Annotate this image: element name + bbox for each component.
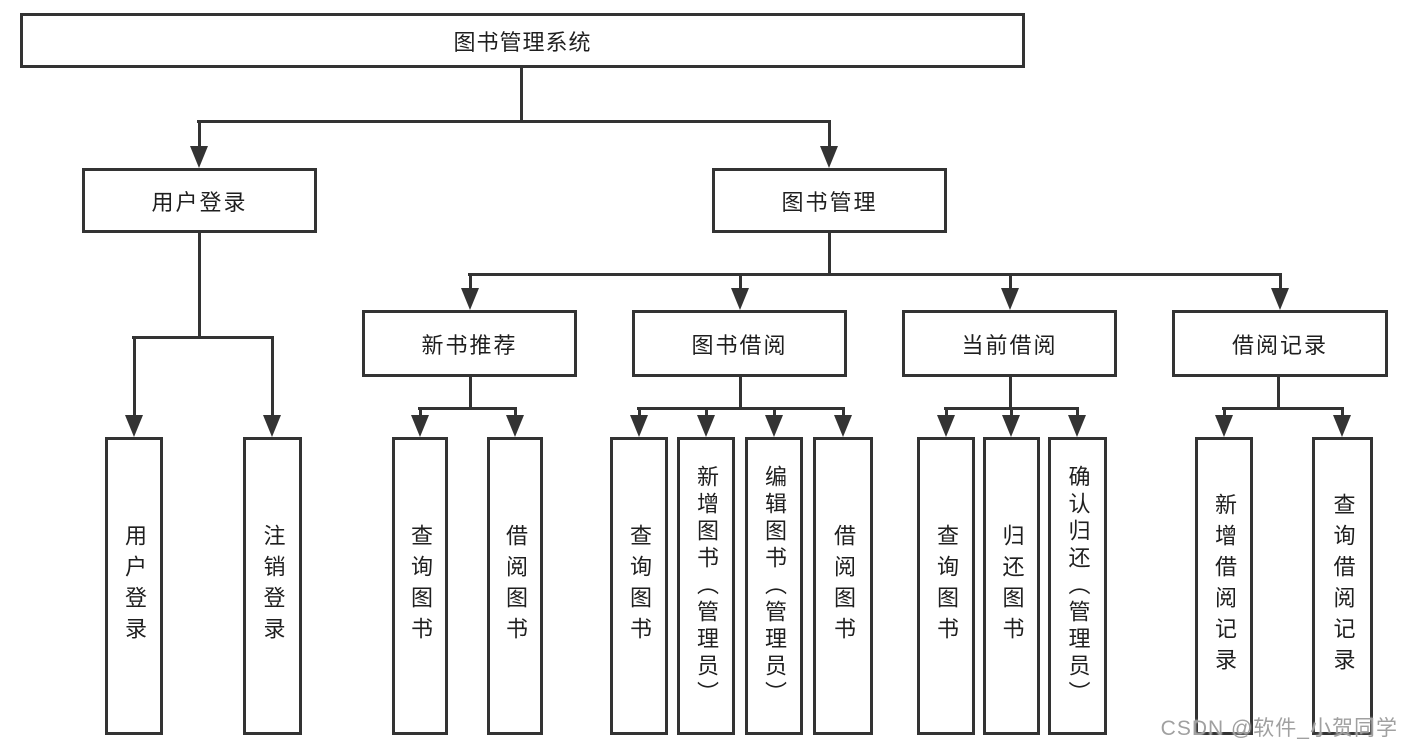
arrow-down-icon	[1333, 415, 1351, 437]
leaf-add-book-admin-label: 新增图书（管理员）	[694, 464, 719, 708]
arrow-stem	[1279, 273, 1282, 289]
node-new-book-recommend: 新书推荐	[362, 310, 577, 377]
leaf-confirm-return-admin-label: 确认归还（管理员）	[1065, 464, 1091, 708]
arrow-down-icon	[820, 146, 838, 168]
watermark: CSDN @软件_小贺同学	[1160, 717, 1398, 740]
arrow-down-icon	[1002, 415, 1020, 437]
leaf-edit-book-admin: 编辑图书（管理员）	[745, 437, 803, 735]
node-book-borrow-label: 图书借阅	[691, 332, 788, 358]
arrow-down-icon	[263, 415, 281, 437]
arrow-down-icon	[937, 415, 955, 437]
arrow-stem	[419, 407, 422, 416]
node-current-borrow: 当前借阅	[902, 310, 1117, 377]
node-borrow-records: 借阅记录	[1172, 310, 1388, 377]
arrow-down-icon	[125, 415, 143, 437]
arrow-stem	[1341, 407, 1344, 416]
node-library-system-label: 图书管理系统	[453, 29, 592, 55]
arrow-stem	[1223, 407, 1226, 416]
arrow-down-icon	[411, 415, 429, 437]
arrow-stem	[133, 336, 136, 416]
arrow-down-icon	[190, 146, 208, 168]
leaf-query-books-recommend: 查询图书	[392, 437, 448, 735]
leaf-return-books-label: 归还图书	[999, 524, 1025, 648]
arrow-stem	[739, 273, 742, 289]
arrow-down-icon	[630, 415, 648, 437]
arrow-stem	[705, 407, 708, 416]
leaf-query-books-borrow: 查询图书	[610, 437, 668, 735]
leaf-query-borrow-record: 查询借阅记录	[1312, 437, 1373, 735]
leaf-borrow-books-recommend: 借阅图书	[487, 437, 543, 735]
arrow-down-icon	[697, 415, 715, 437]
connector-root-branch	[197, 120, 831, 123]
node-current-borrow-label: 当前借阅	[961, 332, 1058, 358]
arrow-stem	[514, 407, 517, 416]
leaf-confirm-return-admin: 确认归还（管理员）	[1048, 437, 1107, 735]
arrow-stem	[1076, 407, 1079, 416]
connector-bookborrow-branch	[637, 407, 845, 410]
arrow-down-icon	[1271, 288, 1289, 310]
arrow-down-icon	[1068, 415, 1086, 437]
connector-bookborrow-stem	[739, 375, 742, 410]
arrow-stem	[198, 120, 201, 147]
arrow-down-icon	[834, 415, 852, 437]
leaf-borrow-books-label: 借阅图书	[831, 524, 856, 648]
leaf-user-login: 用户登录	[105, 437, 163, 735]
arrow-down-icon	[461, 288, 479, 310]
leaf-query-books-current-label: 查询图书	[934, 524, 959, 648]
leaf-query-books-borrow-label: 查询图书	[627, 524, 652, 648]
arrow-stem	[1009, 273, 1012, 289]
connector-records-branch	[1222, 407, 1344, 410]
leaf-logout-label: 注销登录	[260, 524, 286, 648]
leaf-add-book-admin: 新增图书（管理员）	[677, 437, 735, 735]
arrow-down-icon	[1001, 288, 1019, 310]
arrow-stem	[773, 407, 776, 416]
connector-currentborrow-stem	[1009, 375, 1012, 410]
node-user-login-label: 用户登录	[151, 189, 248, 215]
node-book-borrow: 图书借阅	[632, 310, 847, 377]
node-book-management-label: 图书管理	[781, 189, 878, 215]
leaf-borrow-books: 借阅图书	[813, 437, 873, 735]
node-new-book-recommend-label: 新书推荐	[421, 332, 518, 358]
leaf-query-books-recommend-label: 查询图书	[408, 524, 433, 648]
node-borrow-records-label: 借阅记录	[1231, 332, 1328, 358]
node-library-system: 图书管理系统	[20, 13, 1025, 68]
node-book-management: 图书管理	[712, 168, 947, 233]
connector-newbook-branch	[418, 407, 517, 410]
leaf-add-borrow-record-label: 新增借阅记录	[1212, 493, 1237, 679]
leaf-return-books: 归还图书	[983, 437, 1040, 735]
arrow-stem	[469, 273, 472, 289]
arrow-stem	[1010, 407, 1013, 416]
arrow-stem	[638, 407, 641, 416]
arrow-down-icon	[765, 415, 783, 437]
connector-records-stem	[1277, 375, 1280, 410]
connector-bookmgmt-branch	[468, 273, 1282, 276]
arrow-stem	[828, 120, 831, 147]
leaf-query-borrow-record-label: 查询借阅记录	[1330, 493, 1356, 679]
connector-userlogin-branch	[132, 336, 274, 339]
leaf-user-login-label: 用户登录	[122, 524, 147, 648]
arrow-down-icon	[731, 288, 749, 310]
connector-bookmgmt-stem	[828, 231, 831, 276]
connector-root-stem	[520, 66, 523, 123]
arrow-down-icon	[506, 415, 524, 437]
leaf-borrow-books-recommend-label: 借阅图书	[503, 524, 528, 648]
connector-userlogin-stem	[198, 231, 201, 339]
leaf-logout: 注销登录	[243, 437, 302, 735]
connector-newbook-stem	[469, 375, 472, 410]
leaf-edit-book-admin-label: 编辑图书（管理员）	[762, 464, 787, 708]
node-user-login: 用户登录	[82, 168, 317, 233]
arrow-down-icon	[1215, 415, 1233, 437]
arrow-stem	[945, 407, 948, 416]
leaf-query-books-current: 查询图书	[917, 437, 975, 735]
arrow-stem	[271, 336, 274, 416]
arrow-stem	[842, 407, 845, 416]
leaf-add-borrow-record: 新增借阅记录	[1195, 437, 1253, 735]
